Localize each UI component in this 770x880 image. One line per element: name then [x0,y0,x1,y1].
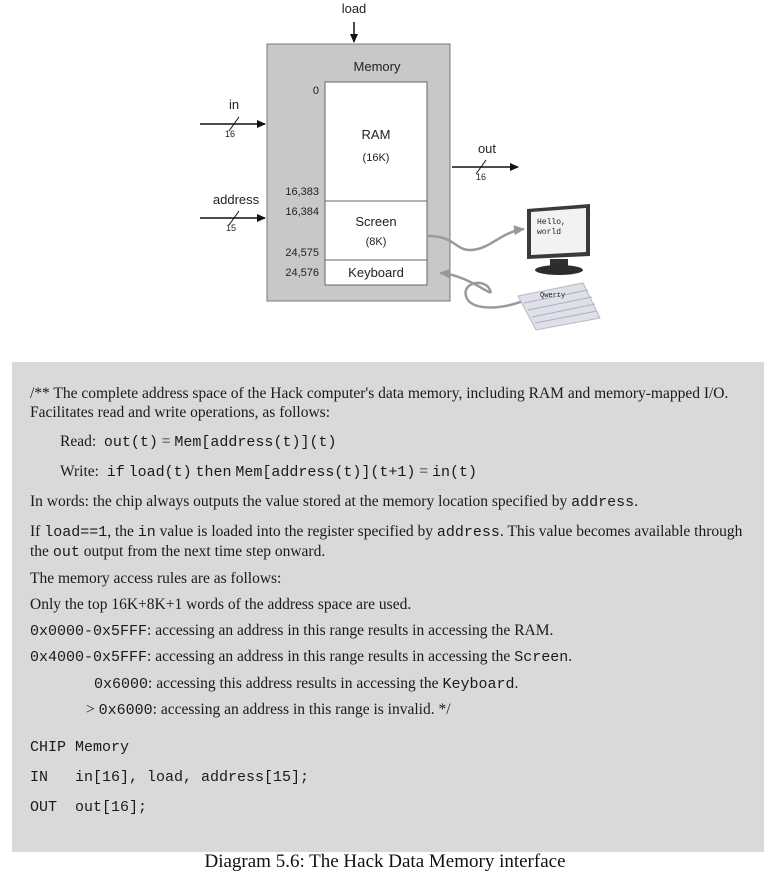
in-width: 16 [225,129,235,139]
load-label: load [342,1,367,16]
write-eq: = [415,463,432,480]
rule4-gt: > [86,701,99,718]
monitor-text-line1: Hello, [537,218,566,227]
rules-text: The memory access rules are as follows: [30,570,282,587]
screen-label: Screen [355,214,396,229]
svg-text:Qwerty: Qwerty [540,292,565,300]
code-in-line: IN in[16], load, address[15]; [30,769,310,786]
rule4-text: : accessing an address in this range is … [152,701,451,718]
address-label: address [213,192,260,207]
rule1-text: : accessing an address in this range res… [147,622,554,639]
memory-spec-panel [12,362,764,852]
out-label: out [478,141,496,156]
rule-screen: 0x4000-0x5FFF: accessing an address in t… [30,647,572,667]
rule-invalid: > 0x6000: accessing an address in this r… [86,700,451,720]
if-code-address: address [436,524,500,541]
if-text-2: , the [107,523,138,540]
monitor-icon: Hello, world [527,204,590,275]
rule1-code: 0x0000-0x5FFF [30,623,148,640]
if-text-5: output from the next time step onward. [79,543,326,560]
write-code-mem: Mem[address(t)](t+1) [235,464,416,481]
rule2-text: : accessing an address in this range res… [147,648,515,665]
ram-size: (16K) [363,152,390,164]
address-24576: 24,576 [285,267,319,279]
rule2-code-screen: Screen [514,649,569,666]
if-code-load: load==1 [44,524,108,541]
figure-caption: Diagram 5.6: The Hack Data Memory interf… [204,851,566,872]
read-label: Read: [60,433,97,450]
words-line: In words: the chip always outputs the va… [30,492,638,512]
out-bus-slash [475,159,487,175]
if-code-out: out [52,544,80,561]
if-text-3: value is loaded into the register specif… [155,523,437,540]
rule3-text: : accessing this address results in acce… [148,675,443,692]
address-bus-slash [228,210,240,226]
write-code-load: load(t) [128,464,192,481]
rule-keyboard: 0x6000: accessing this address results i… [94,674,518,694]
keyboard-block [324,259,428,286]
intro-text: /** The complete address space of the Ha… [30,385,729,421]
write-code-then: then [195,464,232,481]
out-width: 16 [476,172,486,182]
screen-size: (8K) [366,236,387,248]
write-code-if: if [106,464,125,481]
only-line: Only the top 16K+8K+1 words of the addre… [30,595,411,614]
chip-title: Memory [354,59,401,74]
rule4-code: 0x6000 [98,702,153,719]
words-end: . [634,493,638,510]
if-text-4: . This value becomes available through t… [30,523,743,560]
address-24575: 24,575 [285,247,319,259]
in-bus-slash [228,116,240,132]
ram-block [324,81,428,202]
address-16384: 16,384 [285,206,319,218]
if-text: If [30,523,45,540]
keyboard-label: Keyboard [348,265,404,280]
rules-heading: The memory access rules are as follows: [30,569,281,588]
screen-block [324,200,428,261]
rule3-end: . [514,675,519,692]
screen-cable [427,225,525,252]
rule2-end: . [568,648,573,665]
address-16383: 16,383 [285,186,319,198]
rule-ram: 0x0000-0x5FFF: accessing an address in t… [30,621,553,641]
only-text: Only the top 16K+8K+1 words of the addre… [30,596,412,613]
rule3-code-keyboard: Keyboard [442,676,515,693]
read-code-mem: Mem[address(t)](t) [174,434,337,451]
monitor-text-line2: world [537,228,561,237]
keyboard-cable [439,268,531,309]
write-label: Write: [60,463,99,480]
if-code-in: in [137,524,156,541]
write-line: Write: if load(t) then Mem[address(t)](t… [60,462,477,482]
code-out-line: OUT out[16]; [30,799,148,816]
rule2-code: 0x4000-0x5FFF [30,649,148,666]
keyboard-device-icon: Qwerty [517,282,601,331]
read-line: Read: out(t) = Mem[address(t)](t) [60,432,336,452]
read-code-out: out(t) [103,434,158,451]
rule3-code: 0x6000 [94,676,149,693]
memory-chip-diagram: load Memory RAM (16K) Screen (8K) Keyboa… [200,1,601,331]
words-text: In words: the chip always outputs the va… [30,493,572,510]
write-code-in: in(t) [431,464,477,481]
in-label: in [229,97,239,112]
spec-intro: /** The complete address space of the Ha… [30,384,745,422]
code-chip-line: CHIP Memory [30,739,130,756]
read-eq: = [157,433,175,450]
address-0: 0 [313,85,319,97]
ram-label: RAM [362,127,391,142]
words-code: address [571,494,635,511]
address-width: 15 [226,223,236,233]
load-description: If load==1, the in value is loaded into … [30,522,745,562]
